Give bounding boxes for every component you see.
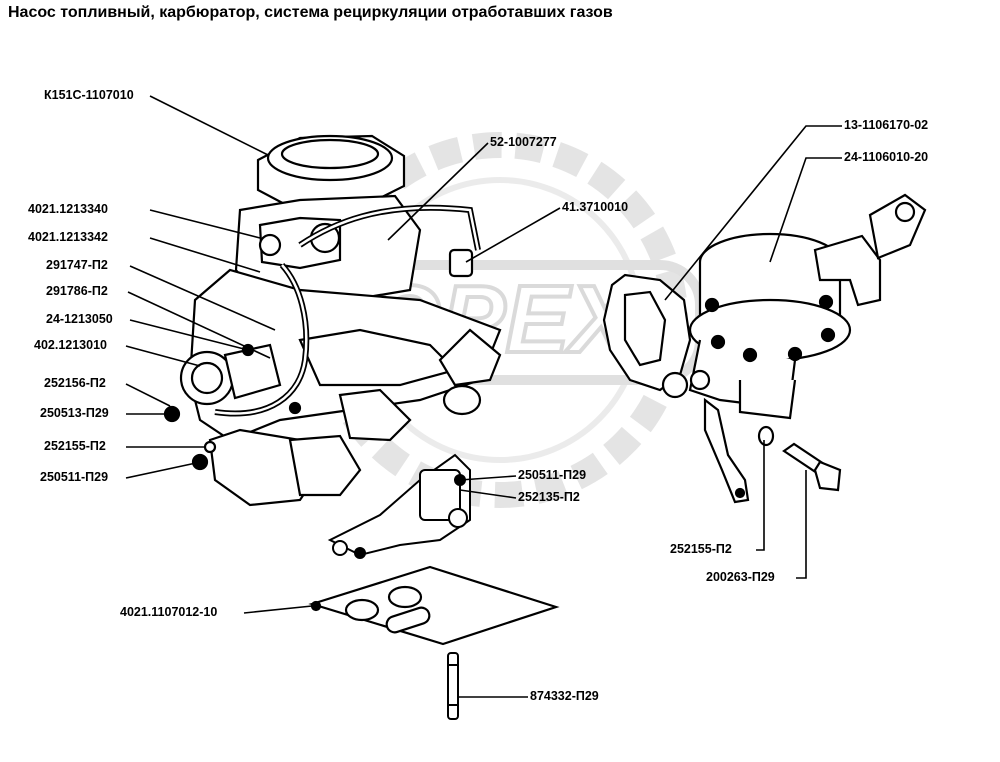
- label-402-1213010: 402.1213010: [34, 338, 107, 352]
- label-valve-41: 41.3710010: [562, 200, 629, 214]
- label-200263: 200263-П29: [706, 570, 775, 584]
- stud-drawing: [447, 652, 459, 720]
- label-291747: 291747-П2: [46, 258, 108, 272]
- label-stud: 874332-П29: [530, 689, 599, 703]
- leader-lines: [125, 95, 842, 698]
- page-title: Насос топливный, карбюратор, система рец…: [8, 4, 613, 21]
- label-carburetor: К151С-1107010: [44, 88, 134, 102]
- label-24-1213050: 24-1213050: [46, 312, 113, 326]
- label-hose-52: 52-1007277: [490, 135, 557, 149]
- label-pump-gasket: 13-1106170-02: [844, 118, 929, 132]
- label-250513: 250513-П29: [40, 406, 109, 420]
- label-gasket: 4021.1107012-10: [120, 605, 218, 619]
- label-252156: 252156-П2: [44, 376, 106, 390]
- label-fuel-pump: 24-1106010-20: [844, 150, 929, 164]
- label-291786: 291786-П2: [46, 284, 108, 298]
- label-4021-1213342: 4021.1213342: [28, 230, 108, 244]
- label-250511-mid: 250511-П29: [518, 468, 587, 482]
- label-4021-1213340: 4021.1213340: [28, 202, 108, 216]
- carburetor-drawing: [163, 134, 502, 507]
- label-252155-left: 252155-П2: [44, 439, 106, 453]
- label-250511-left: 250511-П29: [40, 470, 109, 484]
- gasket-drawing: [308, 565, 560, 646]
- throttle-body-drawing: [327, 453, 471, 559]
- label-252135: 252135-П2: [518, 490, 580, 504]
- label-252155-right: 252155-П2: [670, 542, 732, 556]
- fuel-pump-drawing: [602, 193, 927, 504]
